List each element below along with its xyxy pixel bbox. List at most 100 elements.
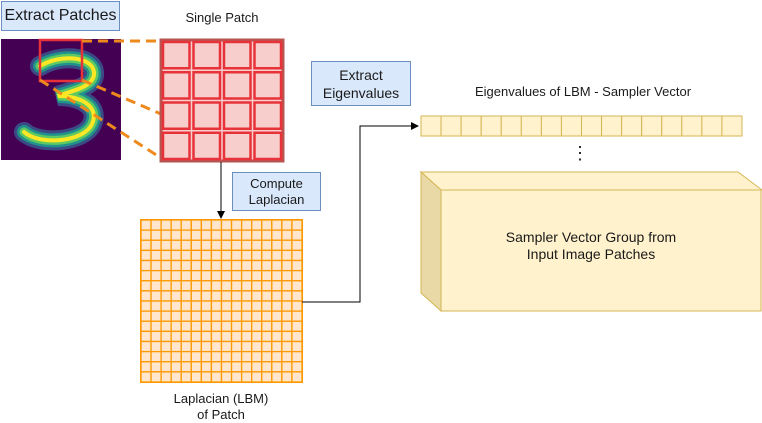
laplacian-grid-cell — [240, 300, 253, 312]
laplacian-grid-cell — [160, 280, 172, 292]
laplacian-grid-cell — [291, 300, 303, 312]
laplacian-grid-cell — [150, 280, 162, 292]
patch-grid-cell — [192, 71, 222, 100]
laplacian-grid-cell — [261, 269, 273, 282]
laplacian-grid-cell — [281, 361, 293, 373]
laplacian-grid-cell — [140, 269, 152, 282]
laplacian-grid-cell — [180, 249, 192, 262]
vector-cell — [641, 115, 663, 137]
laplacian-grid-cell — [150, 269, 162, 282]
laplacian-grid-cell — [240, 259, 253, 272]
vector-cell — [440, 115, 462, 137]
laplacian-grid-cell — [210, 320, 223, 333]
patch-grid-cell — [222, 71, 252, 100]
laplacian-grid-cell — [251, 290, 263, 302]
laplacian-grid-cell — [180, 259, 192, 272]
laplacian-grid-cell — [210, 229, 223, 241]
laplacian-grid-cell — [140, 290, 152, 302]
laplacian-grid-cell — [220, 259, 233, 272]
laplacian-grid-cell — [170, 259, 182, 272]
laplacian-grid-cell — [150, 350, 162, 363]
laplacian-grid-cell — [160, 249, 172, 262]
laplacian-grid-cell — [261, 371, 273, 383]
laplacian-grid-cell — [220, 300, 233, 312]
laplacian-grid-cell — [140, 340, 152, 353]
laplacian-grid-cell — [170, 361, 182, 373]
laplacian-grid-cell — [210, 350, 223, 363]
laplacian-grid-cell — [220, 371, 233, 383]
laplacian-grid-cell — [190, 229, 203, 241]
laplacian-grid-cell — [170, 229, 182, 241]
laplacian-caption: Laplacian (LBM) of Patch — [150, 391, 292, 423]
laplacian-grid-cell — [200, 361, 213, 373]
vector-cell — [540, 115, 562, 137]
laplacian-grid-cell — [210, 239, 223, 252]
laplacian-grid-cell — [291, 330, 303, 343]
laplacian-grid-cell — [251, 320, 263, 333]
laplacian-grid-cell — [261, 320, 273, 333]
laplacian-grid-cell — [200, 269, 213, 282]
extract-eigenvalues-line2: Eigenvalues — [322, 84, 400, 101]
laplacian-grid-cell — [140, 320, 152, 333]
laplacian-grid-cell — [230, 340, 243, 353]
laplacian-grid-cell — [291, 320, 303, 333]
laplacian-grid-cell — [160, 290, 172, 302]
laplacian-grid — [140, 219, 303, 383]
laplacian-grid-cell — [251, 371, 263, 383]
laplacian-grid-cell — [261, 330, 273, 343]
laplacian-grid-cell — [230, 249, 243, 262]
laplacian-grid-cell — [220, 219, 233, 231]
laplacian-grid-cell — [291, 371, 303, 383]
laplacian-grid-cell — [281, 330, 293, 343]
patch-grid-cell — [253, 71, 283, 100]
laplacian-grid-cell — [271, 361, 283, 373]
extract-patches-label: Extract Patches — [1, 1, 120, 31]
laplacian-grid-cell — [210, 259, 223, 272]
laplacian-grid-cell — [150, 219, 162, 231]
laplacian-grid-cell — [160, 371, 172, 383]
single-patch-grid — [159, 38, 285, 163]
sampler-group-caption: Sampler Vector Group from Input Image Pa… — [441, 229, 741, 263]
laplacian-grid-cell — [261, 249, 273, 262]
laplacian-grid-cell — [160, 229, 172, 241]
laplacian-grid-cell — [271, 340, 283, 353]
laplacian-grid-cell — [281, 290, 293, 302]
laplacian-grid-cell — [210, 340, 223, 353]
laplacian-grid-cell — [170, 290, 182, 302]
laplacian-grid-cell — [281, 259, 293, 272]
laplacian-grid-cell — [240, 340, 253, 353]
laplacian-grid-cell — [261, 239, 273, 252]
laplacian-grid-cell — [240, 290, 253, 302]
patch-grid-cell — [161, 40, 191, 70]
laplacian-grid-cell — [230, 310, 243, 322]
laplacian-grid-cell — [220, 361, 233, 373]
laplacian-grid-cell — [200, 350, 213, 363]
laplacian-grid-cell — [291, 239, 303, 252]
laplacian-grid-cell — [200, 290, 213, 302]
laplacian-grid-cell — [140, 361, 152, 373]
laplacian-grid-cell — [251, 249, 263, 262]
laplacian-grid-cell — [281, 249, 293, 262]
laplacian-grid-cell — [170, 280, 182, 292]
laplacian-caption-line2: of Patch — [197, 407, 245, 422]
laplacian-grid-cell — [261, 280, 273, 292]
laplacian-grid-cell — [210, 290, 223, 302]
laplacian-grid-cell — [170, 219, 182, 231]
laplacian-grid-cell — [271, 320, 283, 333]
laplacian-grid-cell — [281, 269, 293, 282]
laplacian-grid-cell — [251, 280, 263, 292]
laplacian-grid-cell — [180, 361, 192, 373]
laplacian-grid-cell — [190, 280, 203, 292]
laplacian-grid-cell — [140, 310, 152, 322]
laplacian-grid-cell — [180, 310, 192, 322]
laplacian-grid-cell — [200, 249, 213, 262]
laplacian-grid-cell — [210, 219, 223, 231]
laplacian-grid-cell — [190, 340, 203, 353]
patch-grid-cell — [161, 131, 191, 161]
laplacian-grid-cell — [240, 320, 253, 333]
laplacian-grid-cell — [140, 239, 152, 252]
laplacian-grid-cell — [170, 269, 182, 282]
laplacian-grid-cell — [261, 300, 273, 312]
laplacian-grid-cell — [180, 290, 192, 302]
laplacian-grid-cell — [220, 320, 233, 333]
